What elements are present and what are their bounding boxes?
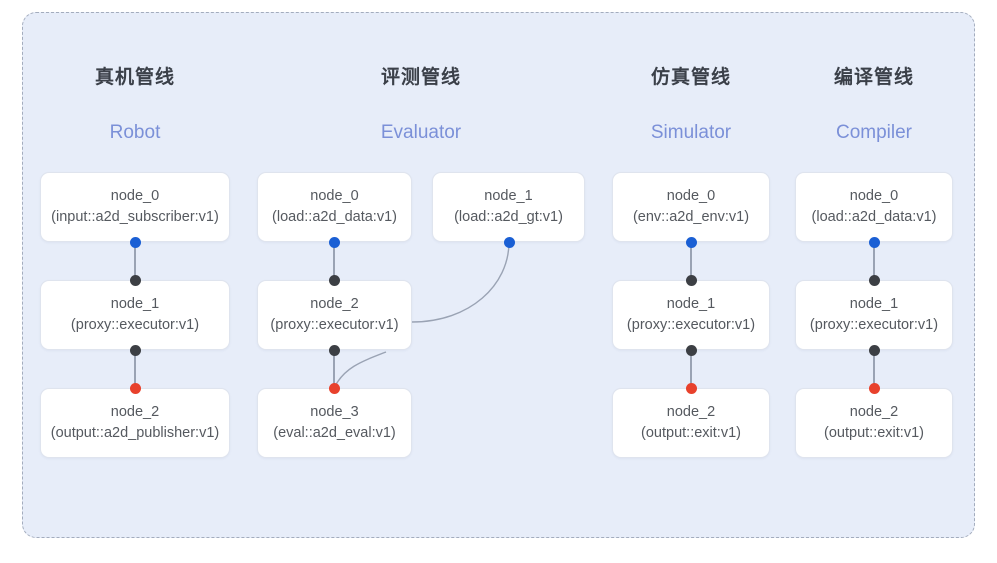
port-output-blue[interactable] <box>328 237 340 248</box>
node-robot-1[interactable]: node_1 (proxy::executor:v1) <box>40 280 230 350</box>
node-evaluator-gt[interactable]: node_1 (load::a2d_gt:v1) <box>432 172 585 242</box>
node-spec: (proxy::executor:v1) <box>809 317 939 333</box>
column-header-robot: 真机管线 Robot <box>40 62 230 144</box>
column-header-simulator: 仿真管线 Simulator <box>612 62 770 144</box>
node-spec: (output::exit:v1) <box>641 425 741 441</box>
port-output-dark[interactable] <box>868 345 880 356</box>
node-spec: (proxy::executor:v1) <box>626 317 756 333</box>
column-header-evaluator: 评测管线 Evaluator <box>257 62 585 144</box>
node-spec: (env::a2d_env:v1) <box>632 209 750 225</box>
port-input-red[interactable] <box>868 383 880 394</box>
column-title-en: Robot <box>109 122 161 143</box>
node-name: node_1 <box>110 296 160 312</box>
node-name: node_2 <box>110 404 160 420</box>
node-name: node_2 <box>849 404 899 420</box>
node-simulator-1[interactable]: node_1 (proxy::executor:v1) <box>612 280 770 350</box>
node-compiler-2[interactable]: node_2 (output::exit:v1) <box>795 388 953 458</box>
node-spec: (load::a2d_data:v1) <box>811 209 937 225</box>
column-title-en: Evaluator <box>380 122 462 143</box>
link-simulator-1-2 <box>690 350 692 388</box>
column-title-en: Simulator <box>650 122 732 143</box>
port-output-dark[interactable] <box>328 345 340 356</box>
port-input-dark[interactable] <box>868 275 880 286</box>
node-spec: (output::exit:v1) <box>824 425 924 441</box>
port-input-dark[interactable] <box>129 275 141 286</box>
port-output-blue[interactable] <box>685 237 697 248</box>
node-robot-0[interactable]: node_0 (input::a2d_subscriber:v1) <box>40 172 230 242</box>
node-name: node_3 <box>310 404 359 420</box>
node-name: node_1 <box>484 188 533 204</box>
port-output-blue[interactable] <box>503 237 515 248</box>
port-input-red[interactable] <box>685 383 697 394</box>
node-simulator-2[interactable]: node_2 (output::exit:v1) <box>612 388 770 458</box>
node-name: node_2 <box>666 404 716 420</box>
port-output-blue[interactable] <box>868 237 880 248</box>
column-title-cn: 仿真管线 <box>650 67 731 88</box>
node-spec: (load::a2d_data:v1) <box>272 209 397 225</box>
node-compiler-0[interactable]: node_0 (load::a2d_data:v1) <box>795 172 953 242</box>
node-name: node_0 <box>849 188 899 204</box>
port-output-dark[interactable] <box>129 345 141 356</box>
node-name: node_0 <box>666 188 716 204</box>
node-spec: (load::a2d_gt:v1) <box>454 209 563 225</box>
column-title-cn: 真机管线 <box>94 67 175 88</box>
node-robot-2[interactable]: node_2 (output::a2d_publisher:v1) <box>40 388 230 458</box>
link-compiler-1-2 <box>873 350 875 388</box>
node-spec: (input::a2d_subscriber:v1) <box>51 209 219 225</box>
node-name: node_0 <box>110 188 160 204</box>
node-spec: (eval::a2d_eval:v1) <box>273 425 396 441</box>
column-title-cn: 评测管线 <box>380 67 461 88</box>
node-name: node_2 <box>310 296 359 312</box>
link-robot-1-2 <box>134 350 136 388</box>
port-input-red[interactable] <box>129 383 141 394</box>
node-evaluator-0[interactable]: node_0 (load::a2d_data:v1) <box>257 172 412 242</box>
node-name: node_0 <box>310 188 359 204</box>
column-title-cn: 编译管线 <box>833 67 914 88</box>
node-name: node_1 <box>849 296 899 312</box>
node-evaluator-3[interactable]: node_3 (eval::a2d_eval:v1) <box>257 388 412 458</box>
port-output-blue[interactable] <box>129 237 141 248</box>
column-header-compiler: 编译管线 Compiler <box>795 62 953 144</box>
node-evaluator-2[interactable]: node_2 (proxy::executor:v1) <box>257 280 412 350</box>
column-title-en: Compiler <box>835 122 913 143</box>
port-input-dark[interactable] <box>328 275 340 286</box>
link-evaluator-0-2 <box>333 242 335 280</box>
node-compiler-1[interactable]: node_1 (proxy::executor:v1) <box>795 280 953 350</box>
node-simulator-0[interactable]: node_0 (env::a2d_env:v1) <box>612 172 770 242</box>
node-spec: (proxy::executor:v1) <box>70 317 200 333</box>
node-spec: (output::a2d_publisher:v1) <box>50 425 220 441</box>
node-name: node_1 <box>666 296 716 312</box>
port-output-dark[interactable] <box>685 345 697 356</box>
link-robot-0-1 <box>134 242 136 280</box>
link-compiler-0-1 <box>873 242 875 280</box>
node-spec: (proxy::executor:v1) <box>270 317 399 333</box>
port-input-dark[interactable] <box>685 275 697 286</box>
port-input-red[interactable] <box>328 383 340 394</box>
link-simulator-0-1 <box>690 242 692 280</box>
